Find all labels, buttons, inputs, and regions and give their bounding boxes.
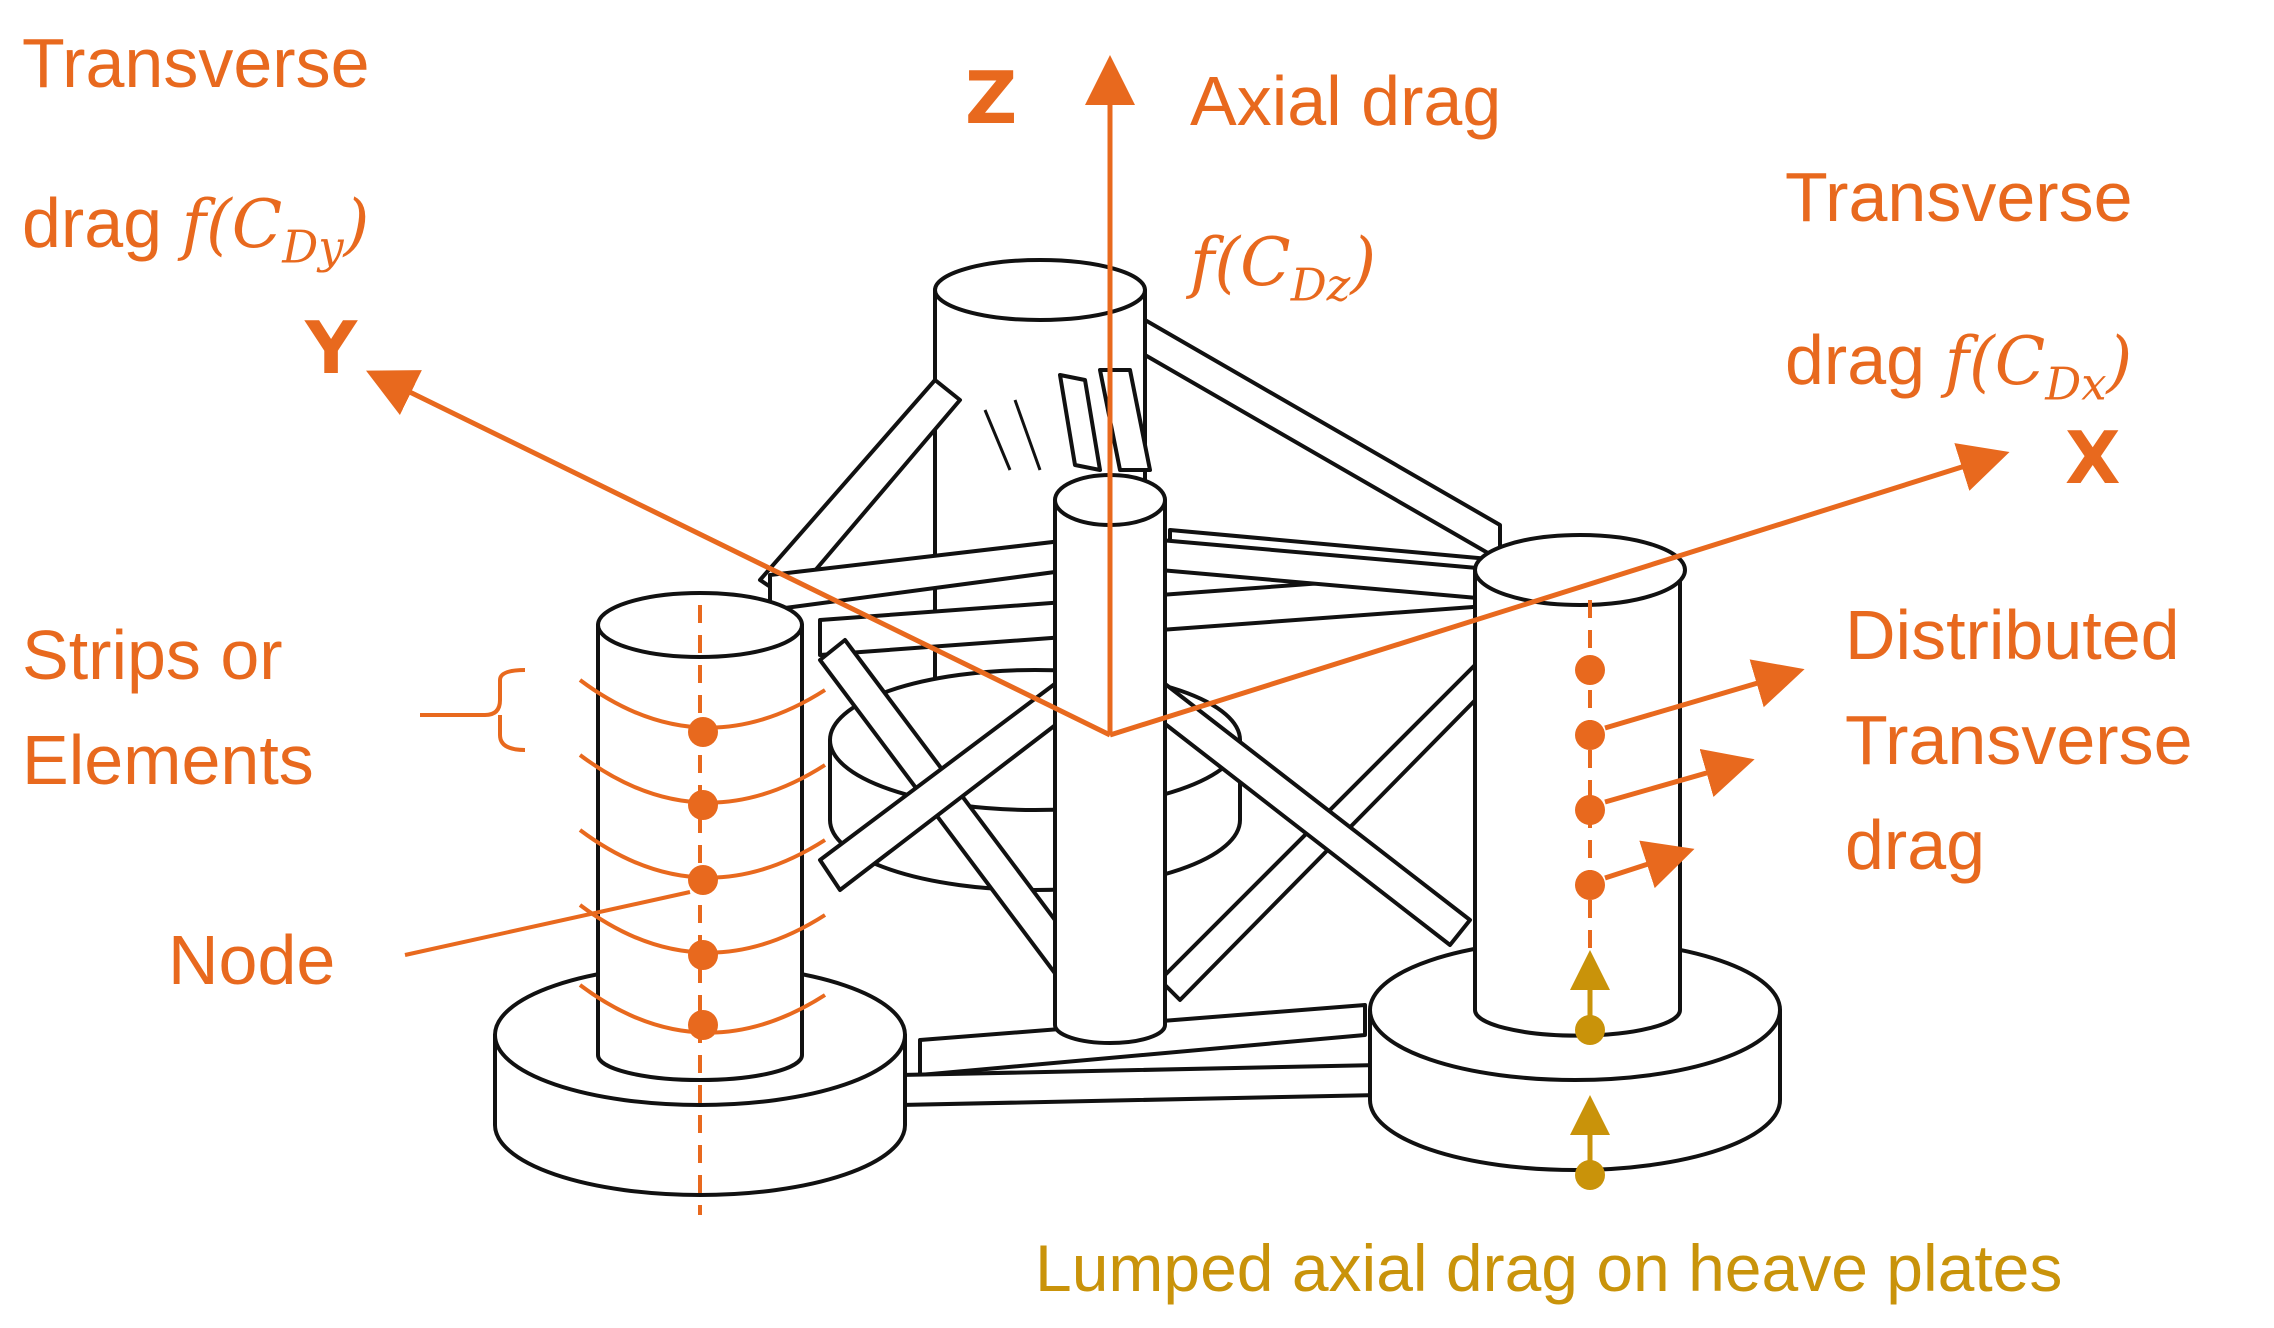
transverse-y-drag-word: drag [22,184,163,262]
z-axis-label: Z [965,56,1018,140]
axial-drag-formula: f(CDz) [1190,224,1377,312]
front-braces [768,538,1502,1107]
transverse-x-formula: f(CDx) [1944,323,2133,411]
transverse-x-label-line2: drag f(CDx) [1785,325,2132,408]
axial-drag-label: Axial drag [1190,62,1502,140]
transverse-y-label-line2: drag f(CDy) [22,188,369,271]
distributed-label-line2: Transverse [1845,701,2193,779]
transverse-y-label-line1: Transverse [22,24,370,102]
lumped-axial-drag-arrows [1570,950,1610,1190]
node-dot [688,940,718,970]
distributed-drag-arrows [1604,659,1805,889]
leader-lines [404,668,691,957]
transverse-x-label-line1: Transverse [1785,158,2133,236]
strips-bracket [420,668,526,752]
node-leader [404,890,691,957]
right-nodes [1575,655,1605,900]
distributed-label-line1: Distributed [1845,596,2180,674]
coordinate-axes [366,55,2010,738]
lumped-axial-drag-label: Lumped axial drag on heave plates [1035,1231,2063,1305]
strips-label-line2: Elements [22,721,314,799]
x-axis-label: X [2065,416,2121,500]
strips-label-line1: Strips or [22,616,283,694]
node-dot [688,1010,718,1040]
node-dot [688,790,718,820]
distributed-label-line3: drag [1845,806,1986,884]
transverse-x-drag-word: drag [1785,321,1926,399]
node-dot [688,865,718,895]
node-label: Node [168,921,336,999]
y-axis-arrow [366,370,1112,738]
node-dot [688,717,718,747]
y-axis-label: Y [305,306,358,390]
x-axis-arrow [1109,443,2010,738]
transverse-y-formula: f(CDy) [181,186,370,274]
